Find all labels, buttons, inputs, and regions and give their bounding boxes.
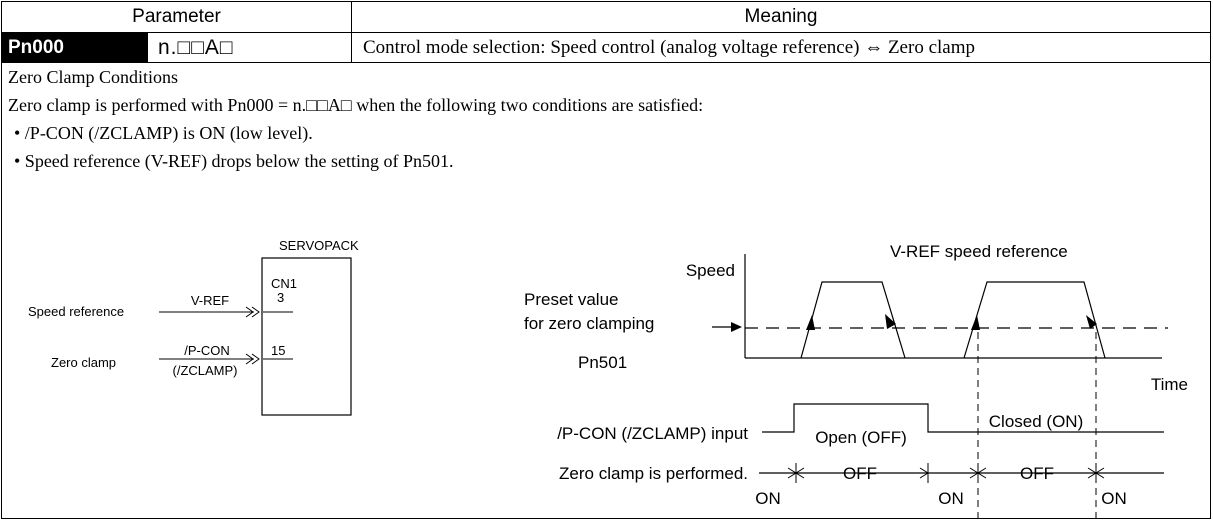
arrow-icon [806,315,815,330]
preset-param: Pn501 [578,353,627,372]
pin-pcon: 15 [271,343,285,358]
intro-text: Zero clamp is performed with Pn000 = n.□… [8,95,704,115]
pin-vref: 3 [277,290,284,305]
arrow-icon [885,314,896,329]
param-code: Pn000 [2,33,147,62]
arrow-icon [977,467,987,479]
speed-pulse-2 [963,281,1106,359]
on-label: ON [1101,489,1127,508]
header-meaning: Meaning [744,6,818,27]
off-label: OFF [1020,464,1054,483]
arrow-icon [251,306,260,318]
zero-clamp-label: Zero clamp [51,355,116,370]
off-label: OFF [843,464,877,483]
pcon-waveform [762,403,1164,433]
signal-pcon: /P-CON [184,343,230,358]
arrow-icon [251,353,260,365]
preset-label-2: for zero clamping [524,314,654,333]
arrow-icon [1086,315,1097,329]
zero-clamp-performed-label: Zero clamp is performed. [559,464,748,483]
preset-label-1: Preset value [524,290,619,309]
header-parameter: Parameter [132,6,221,27]
timing-chart: Speed V-REF speed reference Time Preset … [524,242,1188,518]
closed-label: Closed (ON) [989,412,1083,431]
speed-axis-label: Speed [686,261,735,280]
arrow-icon [971,315,980,330]
pcon-input-label: /P-CON (/ZCLAMP) input [557,424,748,443]
arrow-icon [919,467,929,479]
speed-reference-label: Speed reference [28,304,124,319]
param-value: n.□□A□ [158,36,234,59]
column-divider-param [147,32,148,62]
arrow-icon [245,353,254,365]
param-meaning: Control mode selection: Speed control (a… [363,37,975,58]
time-axis-label: Time [1151,375,1188,394]
bullet-item: • Speed reference (V-REF) drops below th… [14,151,454,171]
bullet-item: • /P-CON (/ZCLAMP) is ON (low level). [14,123,313,143]
arrow-icon [731,322,742,332]
arrow-icon [1095,467,1105,479]
servopack-wiring: SERVOPACK CN1 3 15 Speed reference V-REF… [28,238,359,416]
servopack-label: SERVOPACK [279,238,359,253]
row-divider [2,62,1210,63]
open-label: Open (OFF) [815,428,907,447]
row-divider [2,32,1210,33]
connector-label: CN1 [271,276,297,291]
signal-vref: V-REF [191,293,229,308]
signal-zclamp: (/ZCLAMP) [173,363,238,378]
arrow-icon [245,306,254,318]
on-label: ON [755,489,781,508]
column-divider [351,2,352,62]
section-title: Zero Clamp Conditions [8,67,178,87]
servopack-box [261,257,352,416]
on-label: ON [938,489,964,508]
arrow-icon [795,467,805,479]
vref-label: V-REF speed reference [890,242,1068,261]
